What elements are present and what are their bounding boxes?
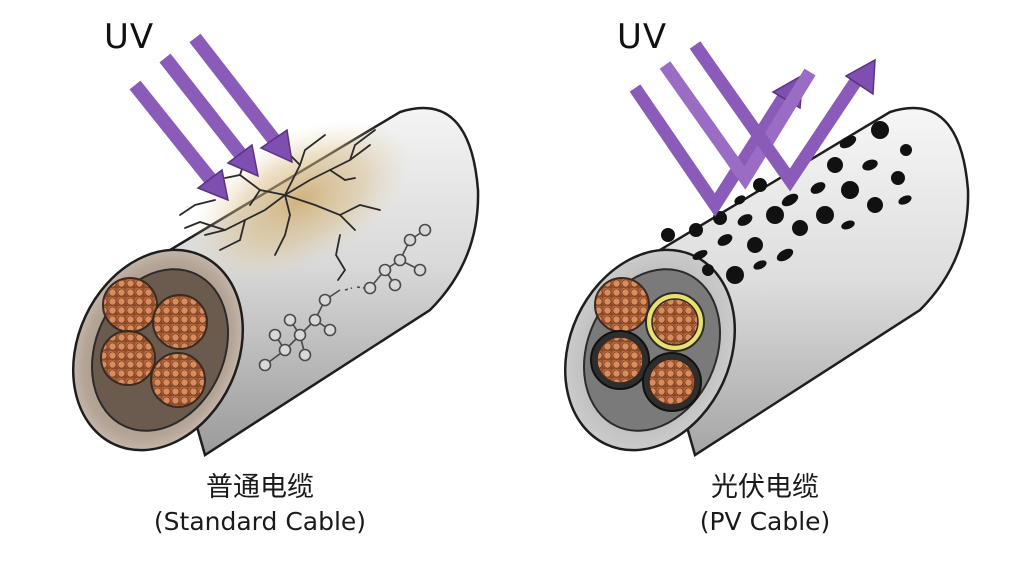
- uv-arrows-reflected: [629, 41, 876, 217]
- uv-arrow-reflected: [659, 61, 816, 190]
- caption-chinese: 普通电缆: [206, 472, 314, 503]
- surface-cracks: [179, 129, 381, 281]
- uv-stabilizer-particles: [661, 121, 912, 284]
- caption-chinese: 光伏电缆: [711, 472, 819, 503]
- uv-label-left: UV: [104, 17, 155, 57]
- copper-core: [100, 330, 156, 386]
- uv-label-right: UV: [617, 17, 668, 57]
- uv-arrow: [189, 33, 284, 150]
- pv-cable-caption: 光伏电缆 (PV Cable): [595, 471, 935, 539]
- caption-english: (Standard Cable): [153, 507, 367, 536]
- uv-arrow: [159, 53, 251, 165]
- standard-cable-cores: [100, 277, 208, 408]
- caption-english: (PV Cable): [699, 507, 831, 536]
- copper-core: [102, 277, 158, 333]
- copper-core: [594, 277, 650, 333]
- standard-cable: [71, 33, 480, 457]
- uv-arrow: [129, 80, 221, 190]
- standard-cable-caption: 普通电缆 (Standard Cable): [90, 471, 430, 539]
- copper-core: [150, 352, 206, 408]
- uv-arrows-absorbed: [129, 33, 293, 202]
- broken-molecular-chain: [258, 223, 432, 372]
- pv-cable: [563, 41, 970, 457]
- pv-cable-cores: [590, 277, 705, 412]
- copper-core: [152, 294, 208, 350]
- uv-arrow-reflected: [689, 41, 864, 192]
